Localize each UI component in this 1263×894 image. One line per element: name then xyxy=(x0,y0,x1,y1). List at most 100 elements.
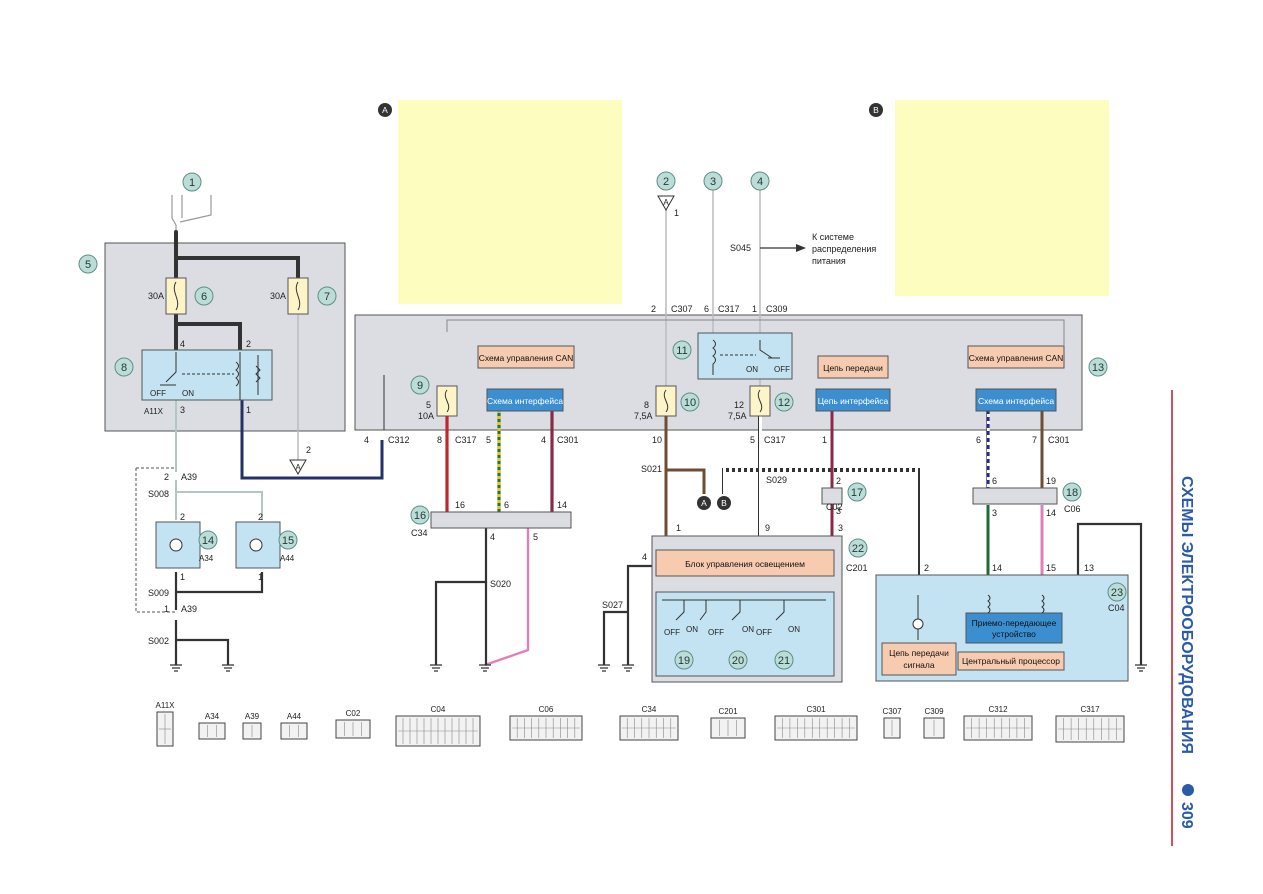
a39-pin-top: 2 xyxy=(164,472,169,482)
c201-pin3: 3 xyxy=(838,523,843,533)
callout-23 xyxy=(1107,582,1127,602)
transceiver-text-1: Приемо-передающее xyxy=(972,618,1057,628)
text-layer: A B A A 30A 30A A11X OFF ON 5 10A 8 7,5A… xyxy=(144,198,1195,829)
lighting-pin4: 4 xyxy=(642,552,647,562)
c301-pin5: 5 xyxy=(486,435,491,445)
callout-15 xyxy=(278,530,298,550)
c317-label-left: C317 xyxy=(455,435,477,445)
relay8-code: A11X xyxy=(144,407,164,416)
s021-label: S021 xyxy=(641,464,662,474)
callout-23-number: 23 xyxy=(1111,587,1123,599)
callout-13 xyxy=(1088,357,1108,377)
callout-7 xyxy=(317,286,337,306)
c301-pin4: 4 xyxy=(541,435,546,445)
callout-1-number: 1 xyxy=(189,177,195,189)
c06-label: C06 xyxy=(1064,504,1081,514)
marker-b-label: B xyxy=(873,105,879,115)
c301-pin6: 6 xyxy=(976,435,981,445)
callout-1 xyxy=(182,172,202,192)
sw19-off: OFF xyxy=(664,628,680,637)
callout-8 xyxy=(114,357,134,377)
fuse9-pin: 5 xyxy=(426,400,431,410)
lighting-control-box xyxy=(655,549,835,577)
iface-left-text: Схема интерфейса xyxy=(487,396,563,406)
c34-pin5: 5 xyxy=(533,532,538,542)
arrow-a-top xyxy=(657,195,675,212)
callout-4-number: 4 xyxy=(757,176,763,188)
fuse-7 xyxy=(287,277,309,315)
callout-21-number: 21 xyxy=(778,655,790,667)
callout-22 xyxy=(848,538,868,558)
c06-pin6: 6 xyxy=(992,476,997,486)
c04-label: C04 xyxy=(1108,603,1125,613)
note-line-3: питания xyxy=(812,256,846,266)
c201-pin1: 1 xyxy=(676,523,681,533)
c02-pin3: 3 xyxy=(836,506,841,516)
legend-c312-label: C312 xyxy=(988,705,1008,714)
sw21-off: OFF xyxy=(756,628,772,637)
wires xyxy=(135,190,1143,667)
connector-c02 xyxy=(821,487,843,505)
arrow-a-top-pin: 1 xyxy=(674,208,679,218)
side-dot xyxy=(1182,784,1194,796)
c02-pin2: 2 xyxy=(836,476,841,486)
junction-a-label: A xyxy=(701,498,707,508)
c317-pin10: 10 xyxy=(652,435,662,445)
callout-3-number: 3 xyxy=(710,176,716,188)
connector-c06 xyxy=(972,487,1058,505)
c301-pin7: 7 xyxy=(1032,435,1037,445)
legend-c307-label: C307 xyxy=(882,707,902,716)
tx-circuit-box xyxy=(817,355,889,379)
callout-17-number: 17 xyxy=(851,487,863,499)
legend-a11x-label: A11X xyxy=(156,701,176,710)
junction-b-label: B xyxy=(721,498,727,508)
fuse12-rating: 7,5A xyxy=(728,411,747,421)
s045-label: S045 xyxy=(730,243,751,253)
callout-22-number: 22 xyxy=(852,543,864,555)
callout-4 xyxy=(750,171,770,191)
cpu-box xyxy=(957,651,1065,671)
a44-pin1: 1 xyxy=(258,572,263,582)
fuse-6 xyxy=(165,277,187,315)
s009-label: S009 xyxy=(148,588,169,598)
c04-pin15: 15 xyxy=(1046,563,1056,573)
tx-circuit-text: Цепь передачи xyxy=(823,363,883,373)
note-block-a xyxy=(398,100,622,304)
fuse-10 xyxy=(655,385,677,417)
relay8-pin3: 3 xyxy=(180,405,185,415)
c34-pin6: 6 xyxy=(504,500,509,510)
c312-label: C312 xyxy=(388,435,410,445)
callout-12-number: 12 xyxy=(778,397,790,409)
arrow-a-left-label: A xyxy=(295,463,301,472)
callout-14-number: 14 xyxy=(202,535,214,547)
a39-label-top: A39 xyxy=(181,472,197,482)
legend-a34-label: A34 xyxy=(205,712,220,721)
callout-6-number: 6 xyxy=(201,291,207,303)
sw21-on: ON xyxy=(788,625,800,634)
arrow-a-pin: 2 xyxy=(306,445,311,455)
callout-5-number: 5 xyxy=(85,259,91,271)
callout-19 xyxy=(674,650,694,670)
c317-pin-top: 6 xyxy=(704,304,709,314)
a34-pin1: 1 xyxy=(180,572,185,582)
legend-c34-label: C34 xyxy=(642,705,657,714)
fuse-9 xyxy=(436,385,458,417)
marker-b xyxy=(869,103,883,117)
relay11-on: ON xyxy=(746,365,758,374)
fuse6-rating: 30A xyxy=(148,291,164,301)
c34-pin14: 14 xyxy=(557,500,567,510)
c317-label-top: C317 xyxy=(718,304,740,314)
can-left-text: Схема управления CAN xyxy=(479,353,574,363)
relay-8 xyxy=(141,349,273,401)
fuse9-rating: 10A xyxy=(418,411,434,421)
c34-label: C34 xyxy=(411,528,428,538)
transceiver-box xyxy=(965,612,1063,644)
s027-label: S027 xyxy=(602,600,623,610)
callout-2-number: 2 xyxy=(663,176,669,188)
callout-18 xyxy=(1062,482,1082,502)
legend-c06-label: C06 xyxy=(539,705,554,714)
legend-a44-connector xyxy=(280,722,308,740)
c301-pin1: 1 xyxy=(822,435,827,445)
